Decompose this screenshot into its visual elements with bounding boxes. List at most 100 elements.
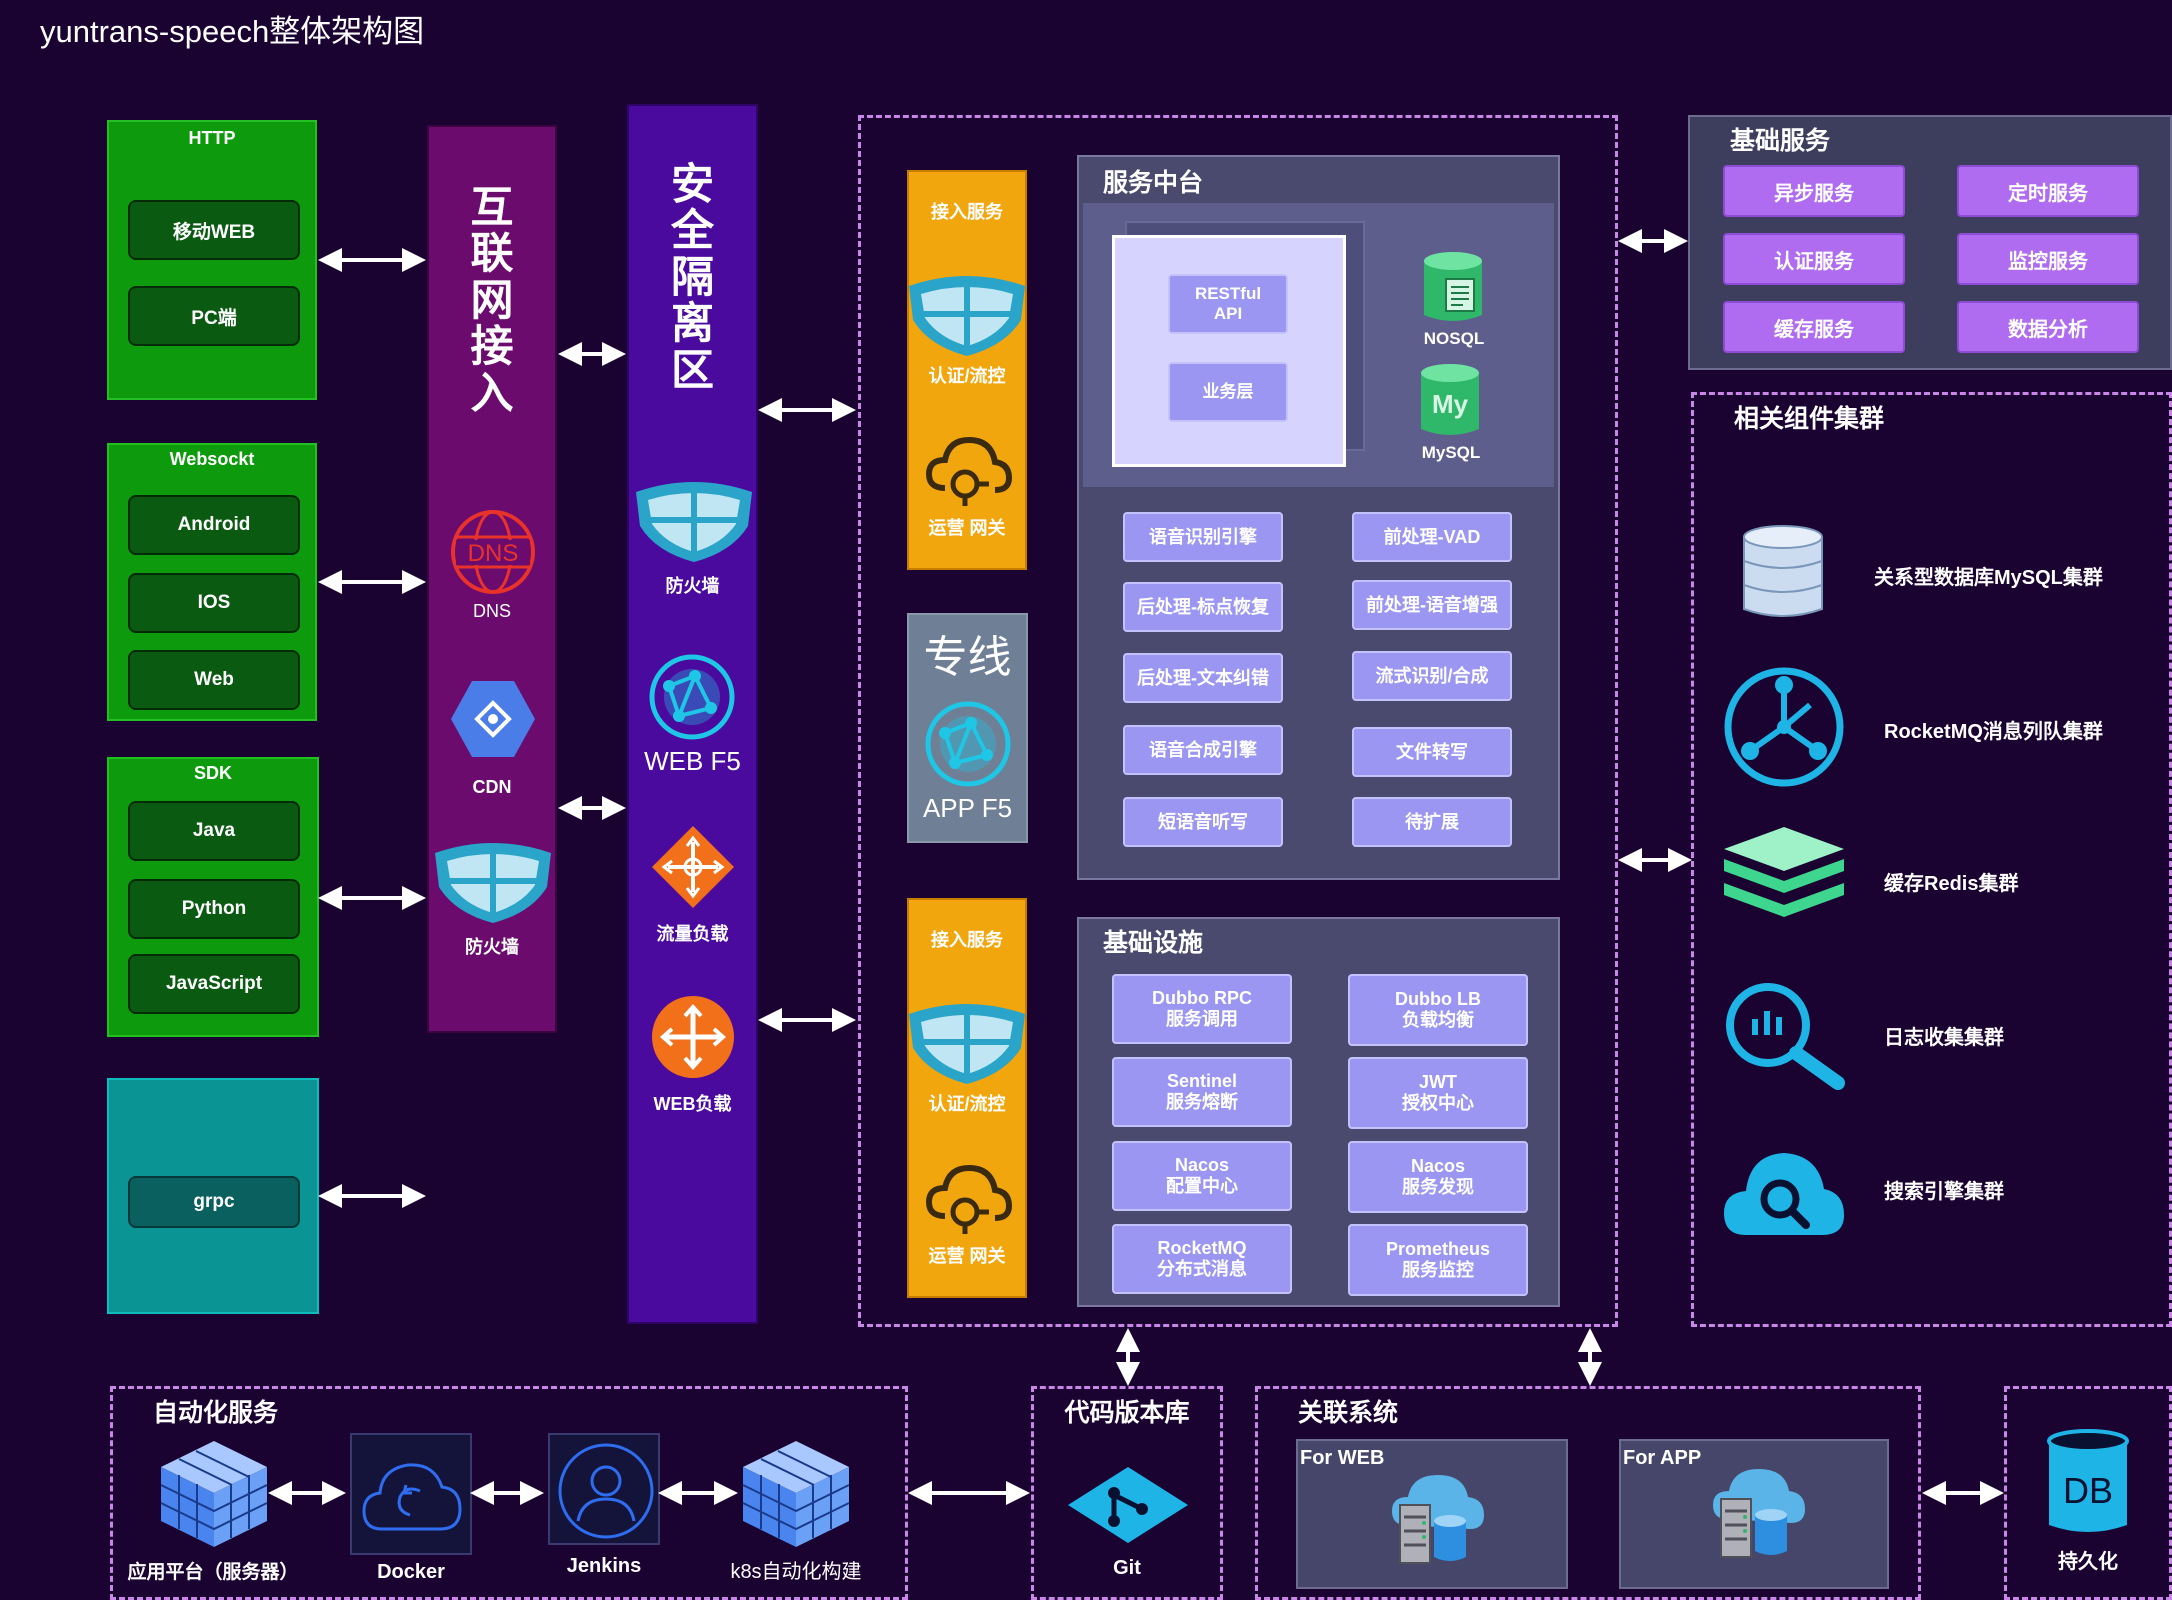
title-char: 区 bbox=[671, 346, 714, 395]
infra-line2: 授权中心 bbox=[1402, 1093, 1474, 1113]
business-layer-button[interactable]: 业务层 bbox=[1168, 362, 1288, 422]
engine-streaming-button[interactable]: 流式识别/合成 bbox=[1352, 651, 1512, 701]
service-platform-panel: 服务中台 RESTful API 业务层 NOSQL My MySQL 语音识别… bbox=[1077, 155, 1560, 880]
engine-correction-button[interactable]: 后处理-文本纠错 bbox=[1123, 653, 1283, 703]
sdk-header: SDK bbox=[193, 763, 232, 783]
related-systems-title: 关联系统 bbox=[1298, 1399, 1399, 1427]
engine-tts-button[interactable]: 语音合成引擎 bbox=[1123, 725, 1283, 775]
web-load-label: WEB负载 bbox=[653, 1094, 732, 1114]
mysql-icon-text: My bbox=[1432, 389, 1469, 419]
code-repo-title: 代码版本库 bbox=[1064, 1399, 1190, 1427]
scheduled-service-button[interactable]: 定时服务 bbox=[1957, 165, 2139, 217]
magnifier-chart-icon bbox=[1726, 983, 1845, 1090]
python-button[interactable]: Python bbox=[128, 879, 300, 939]
app-platform-label: 应用平台（服务器） bbox=[127, 1562, 299, 1583]
http-group: HTTP 移动WEB PC端 bbox=[107, 120, 317, 400]
mobile-web-button[interactable]: 移动WEB bbox=[128, 200, 300, 260]
network-hub-icon bbox=[1724, 667, 1844, 787]
cloud-gateway-icon bbox=[925, 436, 1013, 506]
cache-service-button[interactable]: 缓存服务 bbox=[1723, 301, 1905, 353]
infra-line2: 服务监控 bbox=[1402, 1260, 1474, 1280]
page-title: yuntrans-speech整体架构图 bbox=[40, 14, 425, 49]
for-web-box[interactable]: For WEB bbox=[1296, 1439, 1568, 1589]
infra-line1: Dubbo LB bbox=[1395, 989, 1481, 1010]
engine-transcribe-button[interactable]: 文件转写 bbox=[1352, 727, 1512, 777]
dedicated-line-box: 专线 APP F5 bbox=[907, 613, 1028, 843]
async-service-button[interactable]: 异步服务 bbox=[1723, 165, 1905, 217]
infra-line2: 服务发现 bbox=[1402, 1177, 1474, 1197]
security-zone-title: 安 全 隔 离 区 bbox=[629, 161, 756, 395]
pc-button[interactable]: PC端 bbox=[128, 286, 300, 346]
infra-line2: 配置中心 bbox=[1166, 1176, 1238, 1196]
web-button[interactable]: Web bbox=[128, 650, 300, 710]
android-button[interactable]: Android bbox=[128, 495, 300, 555]
title-char: 互 bbox=[470, 184, 514, 232]
nosql-label: NOSQL bbox=[1423, 329, 1485, 348]
engine-short-voice-button[interactable]: 短语音听写 bbox=[1123, 797, 1283, 847]
internet-access-bar: 互 联 网 接 入 DNS DNS CDN 防火墙 bbox=[427, 125, 557, 1033]
sdk-group: SDK Java Python JavaScript bbox=[107, 757, 319, 1037]
security-zone-bar: 安 全 隔 离 区 防火墙 WEB F5 流量负载 WEB负载 bbox=[627, 104, 758, 1324]
title-char: 联 bbox=[470, 230, 514, 279]
internet-access-title: 互 联 网 接 入 bbox=[429, 184, 555, 418]
engine-asr-button[interactable]: 语音识别引擎 bbox=[1123, 512, 1283, 562]
grpc-button[interactable]: grpc bbox=[128, 1176, 300, 1228]
related-systems-panel: 关联系统 For WEB For APP bbox=[1255, 1386, 1921, 1600]
java-button[interactable]: Java bbox=[128, 801, 300, 861]
cluster-label: 搜索引擎集群 bbox=[1884, 1181, 2004, 1203]
monitor-service-button[interactable]: 监控服务 bbox=[1957, 233, 2139, 285]
data-analysis-button[interactable]: 数据分析 bbox=[1957, 301, 2139, 353]
access-service-bottom: 接入服务 认证/流控 运营 网关 bbox=[907, 898, 1027, 1298]
cloud-server-icon bbox=[1713, 1469, 1805, 1558]
cube-cluster-icon bbox=[742, 1441, 850, 1547]
engine-enhance-button[interactable]: 前处理-语音增强 bbox=[1352, 580, 1512, 630]
firewall-shield-icon bbox=[435, 843, 551, 923]
infra-line2: 服务熔断 bbox=[1166, 1092, 1238, 1112]
app-stack-front: RESTful API 业务层 bbox=[1112, 235, 1346, 467]
cluster-label: 关系型数据库MySQL集群 bbox=[1874, 567, 2103, 589]
automation-title: 自动化服务 bbox=[153, 1399, 279, 1427]
websocket-group: Websockt Android IOS Web bbox=[107, 443, 317, 721]
title-char: 安 bbox=[671, 161, 714, 209]
component-cluster-title: 相关组件集群 bbox=[1734, 405, 1885, 433]
auth-shield-icon bbox=[909, 276, 1025, 356]
app-f5-label: APP F5 bbox=[922, 793, 1013, 823]
ios-button[interactable]: IOS bbox=[128, 573, 300, 633]
infra-line1: Sentinel bbox=[1166, 1071, 1237, 1092]
jenkins-user-icon bbox=[558, 1443, 654, 1539]
web-load-icon bbox=[652, 996, 734, 1078]
jenkins-label: Jenkins bbox=[566, 1555, 642, 1577]
infra-line1: Nacos bbox=[1410, 1156, 1466, 1177]
k8s-label: k8s自动化构建 bbox=[730, 1561, 862, 1583]
cdn-icon bbox=[451, 681, 535, 757]
cloud-server-icon bbox=[1392, 1475, 1484, 1564]
mysql-label: MySQL bbox=[1421, 443, 1481, 462]
title-char: 隔 bbox=[671, 253, 714, 302]
engine-vad-button[interactable]: 前处理-VAD bbox=[1352, 512, 1512, 562]
engine-expand-button[interactable]: 待扩展 bbox=[1352, 797, 1512, 847]
database-icon bbox=[1743, 525, 1823, 617]
web-f5-label: WEB F5 bbox=[644, 746, 741, 776]
javascript-button[interactable]: JavaScript bbox=[128, 954, 300, 1014]
infrastructure-title: 基础设施 bbox=[1103, 929, 1204, 957]
for-app-box[interactable]: For APP bbox=[1619, 1439, 1889, 1589]
engine-punctuation-button[interactable]: 后处理-标点恢复 bbox=[1123, 582, 1283, 632]
infra-line1: RocketMQ bbox=[1157, 1238, 1247, 1259]
auth-shield-icon bbox=[909, 1004, 1025, 1084]
title-char: 全 bbox=[671, 207, 714, 256]
cube-cluster-icon bbox=[160, 1441, 268, 1547]
docker-label: Docker bbox=[377, 1561, 445, 1583]
mysql-database-icon: My bbox=[1421, 364, 1479, 435]
dns-globe-icon: DNS bbox=[451, 510, 535, 594]
auth-service-button[interactable]: 认证服务 bbox=[1723, 233, 1905, 285]
for-web-label: For WEB bbox=[1300, 1447, 1385, 1469]
restful-api-button[interactable]: RESTful API bbox=[1168, 274, 1288, 334]
